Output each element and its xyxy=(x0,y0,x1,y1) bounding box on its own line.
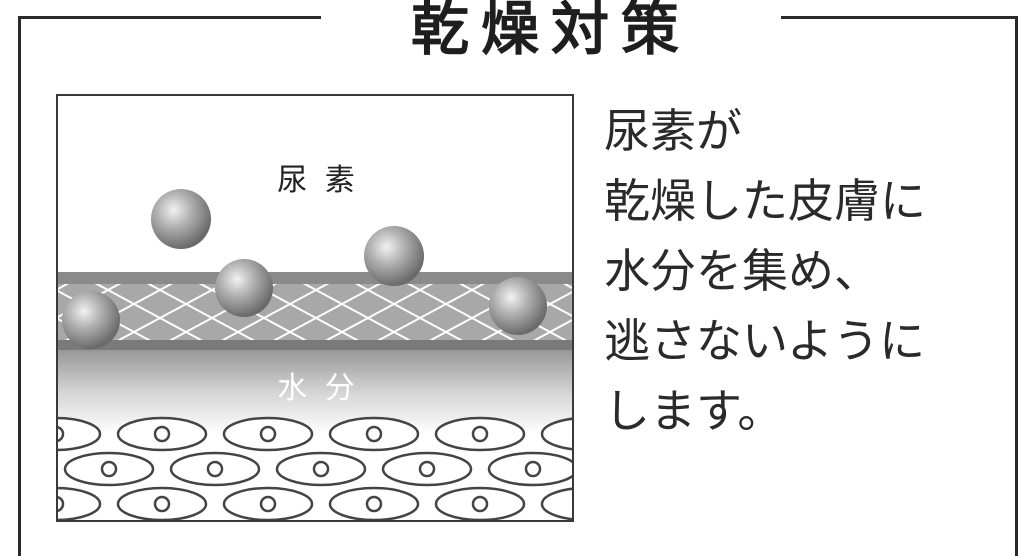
urea-ball xyxy=(151,189,211,249)
urea-ball xyxy=(62,291,120,349)
section-frame: 乾燥対策 xyxy=(18,0,1018,556)
cell-row xyxy=(56,416,574,452)
skin-diagram: 尿 素 水 分 xyxy=(56,94,574,522)
mesh-layer xyxy=(56,272,574,350)
section-title: 乾燥対策 xyxy=(321,0,781,61)
description-line: します。 xyxy=(604,384,784,438)
description: 尿素が 乾燥した皮膚に 水分を集め、 逃さないように します。 xyxy=(604,96,1004,446)
description-line: 尿素が xyxy=(604,104,742,158)
urea-ball xyxy=(215,259,273,317)
description-line: 水分を集め、 xyxy=(604,244,880,298)
cell-row xyxy=(56,486,574,522)
description-line: 乾燥した皮膚に xyxy=(604,174,926,228)
diagram-border xyxy=(56,94,574,522)
urea-ball xyxy=(364,226,424,286)
water-label: 水 分 xyxy=(277,371,359,406)
urea-label: 尿 素 xyxy=(277,163,359,198)
urea-ball xyxy=(489,277,547,335)
cell-layer xyxy=(56,416,574,522)
description-line: 逃さないように xyxy=(604,314,926,368)
cell-row xyxy=(63,451,574,487)
